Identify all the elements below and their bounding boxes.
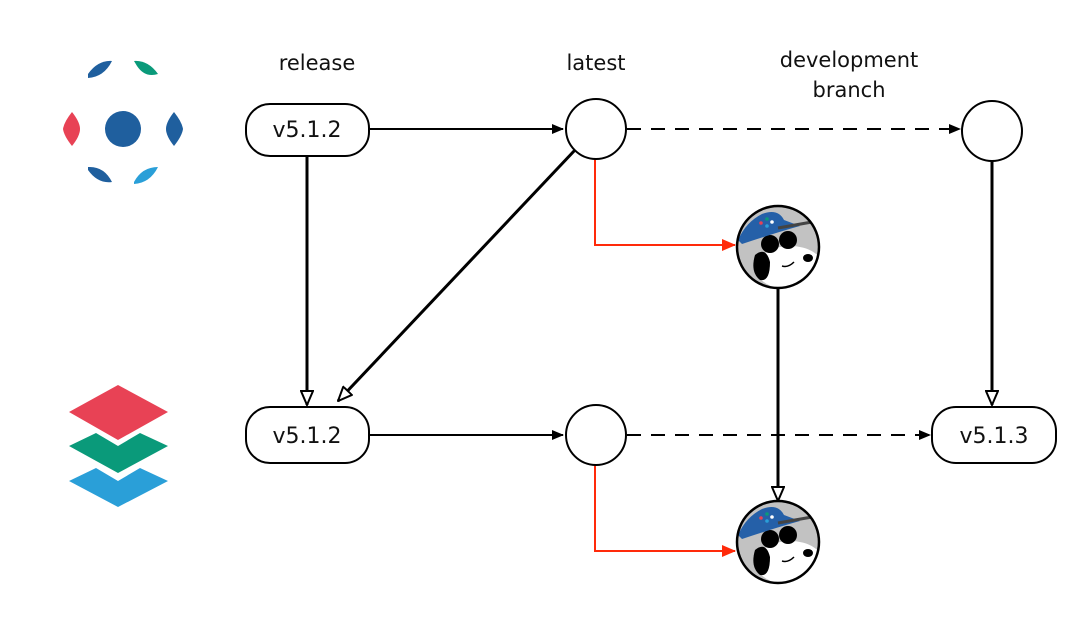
node-release-bottom[interactable]: v5.1.2 bbox=[245, 406, 370, 464]
node-v513[interactable]: v5.1.3 bbox=[931, 406, 1057, 464]
column-header-release: release bbox=[279, 51, 356, 75]
column-header-branch: branch bbox=[813, 78, 886, 102]
edge-latest-top-to-release-bottom bbox=[338, 148, 577, 401]
mascot-dog-with-hat-icon[interactable] bbox=[737, 206, 824, 290]
edges bbox=[307, 124, 992, 557]
node-dev-top[interactable] bbox=[961, 100, 1023, 162]
red-edge-latest-bottom-to-mascot bbox=[594, 465, 736, 557]
mascot-top-border bbox=[735, 204, 821, 290]
node-latest-bottom[interactable] bbox=[565, 404, 627, 466]
mascot-dog-with-hat-icon[interactable] bbox=[737, 501, 824, 585]
node-release-bottom-label: v5.1.2 bbox=[273, 424, 342, 449]
column-header-latest: latest bbox=[566, 51, 625, 75]
stacked-layers-logo-icon bbox=[69, 385, 168, 507]
node-release-top[interactable]: v5.1.2 bbox=[245, 103, 370, 157]
mascot-bottom-border bbox=[735, 499, 821, 585]
column-header-development: development bbox=[780, 48, 919, 72]
node-release-top-label: v5.1.2 bbox=[273, 118, 342, 143]
node-latest-top[interactable] bbox=[565, 98, 627, 160]
node-v513-label: v5.1.3 bbox=[960, 424, 1029, 449]
hexagon-dots-logo-icon bbox=[63, 60, 183, 184]
red-edge-latest-top-to-mascot bbox=[594, 159, 736, 251]
